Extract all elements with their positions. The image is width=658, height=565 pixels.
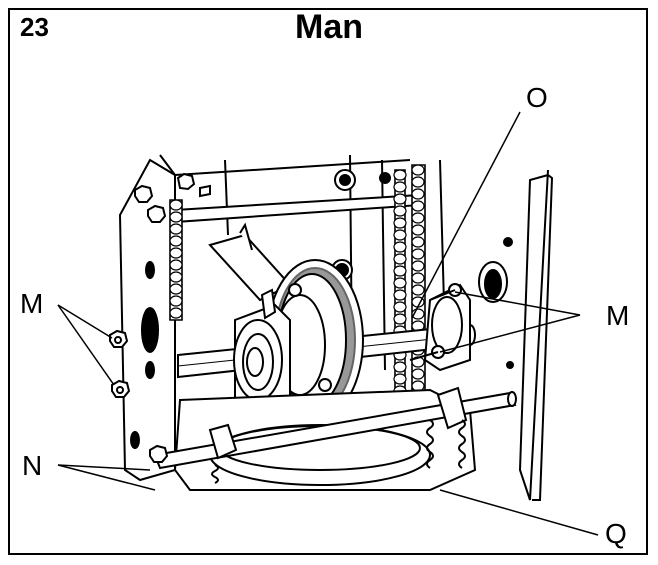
figure-title: Man xyxy=(295,8,363,46)
chain-link xyxy=(169,283,183,295)
chain-link xyxy=(393,313,407,325)
callout-M-right: M xyxy=(606,300,630,331)
springs xyxy=(211,419,466,484)
chain-link xyxy=(411,236,425,248)
chain-link xyxy=(393,265,407,277)
bolts-left-M xyxy=(109,184,169,463)
lower-rod xyxy=(153,386,517,470)
chain-link xyxy=(393,229,407,241)
chain-link xyxy=(411,248,425,260)
chain-link xyxy=(393,217,407,229)
chain-link xyxy=(411,200,425,212)
chain-link xyxy=(393,253,407,265)
leader-lines xyxy=(57,111,599,536)
chain-link xyxy=(411,368,425,380)
chain-link xyxy=(393,277,407,289)
chain-link xyxy=(393,361,407,373)
chain-link xyxy=(169,271,183,283)
chain-link xyxy=(393,169,407,181)
chain-link xyxy=(169,211,183,223)
chain-link xyxy=(393,373,407,385)
chain-link xyxy=(411,188,425,200)
chain-link xyxy=(169,295,183,307)
chain-link xyxy=(393,205,407,217)
chain-link xyxy=(411,260,425,272)
callout-N: N xyxy=(22,450,43,481)
callout-O: O xyxy=(526,82,548,113)
right-bearing-flange xyxy=(409,283,471,372)
drive-hub xyxy=(233,288,291,422)
chain-link xyxy=(169,199,183,211)
right-side-housing xyxy=(478,169,554,501)
chain-link xyxy=(411,272,425,284)
chain-link xyxy=(169,307,183,319)
figure-number: 23 xyxy=(20,12,49,42)
chain-link xyxy=(393,241,407,253)
top-rod xyxy=(174,193,423,224)
chain-link xyxy=(393,181,407,193)
chain-link xyxy=(411,284,425,296)
chain-link xyxy=(411,164,425,176)
chain-link xyxy=(393,301,407,313)
callout-Q: Q xyxy=(605,518,627,549)
callout-M-left: M xyxy=(20,288,44,319)
chain-link xyxy=(169,247,183,259)
chain-link xyxy=(169,223,183,235)
chain-link xyxy=(411,176,425,188)
chain-link xyxy=(393,193,407,205)
chain-link xyxy=(411,224,425,236)
chain-link xyxy=(393,289,407,301)
chain-link xyxy=(169,259,183,271)
left-side-plate xyxy=(118,158,176,482)
chain-link xyxy=(169,235,183,247)
top-bracket-bolts xyxy=(176,172,211,198)
chain-link xyxy=(411,212,425,224)
